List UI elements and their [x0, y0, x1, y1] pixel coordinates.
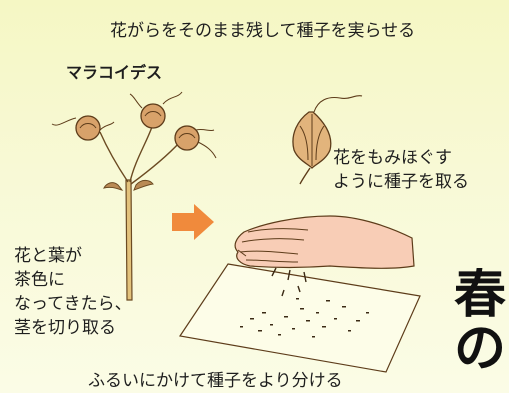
plant-branch-right: [130, 141, 181, 185]
right-arrow-icon: [172, 204, 214, 240]
hand-illustration: [234, 215, 415, 297]
plant-illustration: [51, 91, 217, 301]
plant-branch-left: [99, 131, 129, 183]
seed-head-middle: [129, 91, 183, 129]
rub-instruction: 花をもみほぐす ように種子を取る: [333, 146, 469, 194]
cut-instruction-line-3: なってきたら、: [14, 294, 132, 314]
cut-instruction-line-1: 花と葉が: [14, 246, 82, 266]
cut-instruction-line-4: 茎を切り取る: [14, 318, 116, 338]
side-title-char-2: の: [453, 319, 506, 379]
dried-flower-icon: [292, 95, 363, 185]
cut-instruction-line-2: 茶色に: [14, 270, 65, 290]
side-title-char-1: 春: [453, 268, 506, 325]
headline: 花がらをそのまま残して種子を実らせる: [110, 21, 416, 41]
plant-leaf-right: [133, 179, 154, 191]
side-title: 春 の: [452, 268, 508, 393]
plant-name: マラコイデス: [66, 63, 163, 82]
seed-head-left: [51, 115, 115, 141]
sieve-instruction: ふるいにかけて種子をより分ける: [88, 371, 343, 391]
plant-leaf-left: [103, 182, 124, 191]
rub-instruction-line-2: ように種子を取る: [333, 172, 469, 192]
plant-branch-middle: [129, 123, 154, 183]
rub-instruction-line-1: 花をもみほぐす: [333, 148, 452, 168]
plant-stem: [125, 179, 133, 301]
seed-head-right: [174, 125, 217, 159]
cut-instruction: 花と葉が 茶色に なってきたら、 茎を切り取る: [14, 244, 132, 340]
seed-dots: [240, 298, 369, 338]
sieve-illustration: [178, 263, 421, 373]
